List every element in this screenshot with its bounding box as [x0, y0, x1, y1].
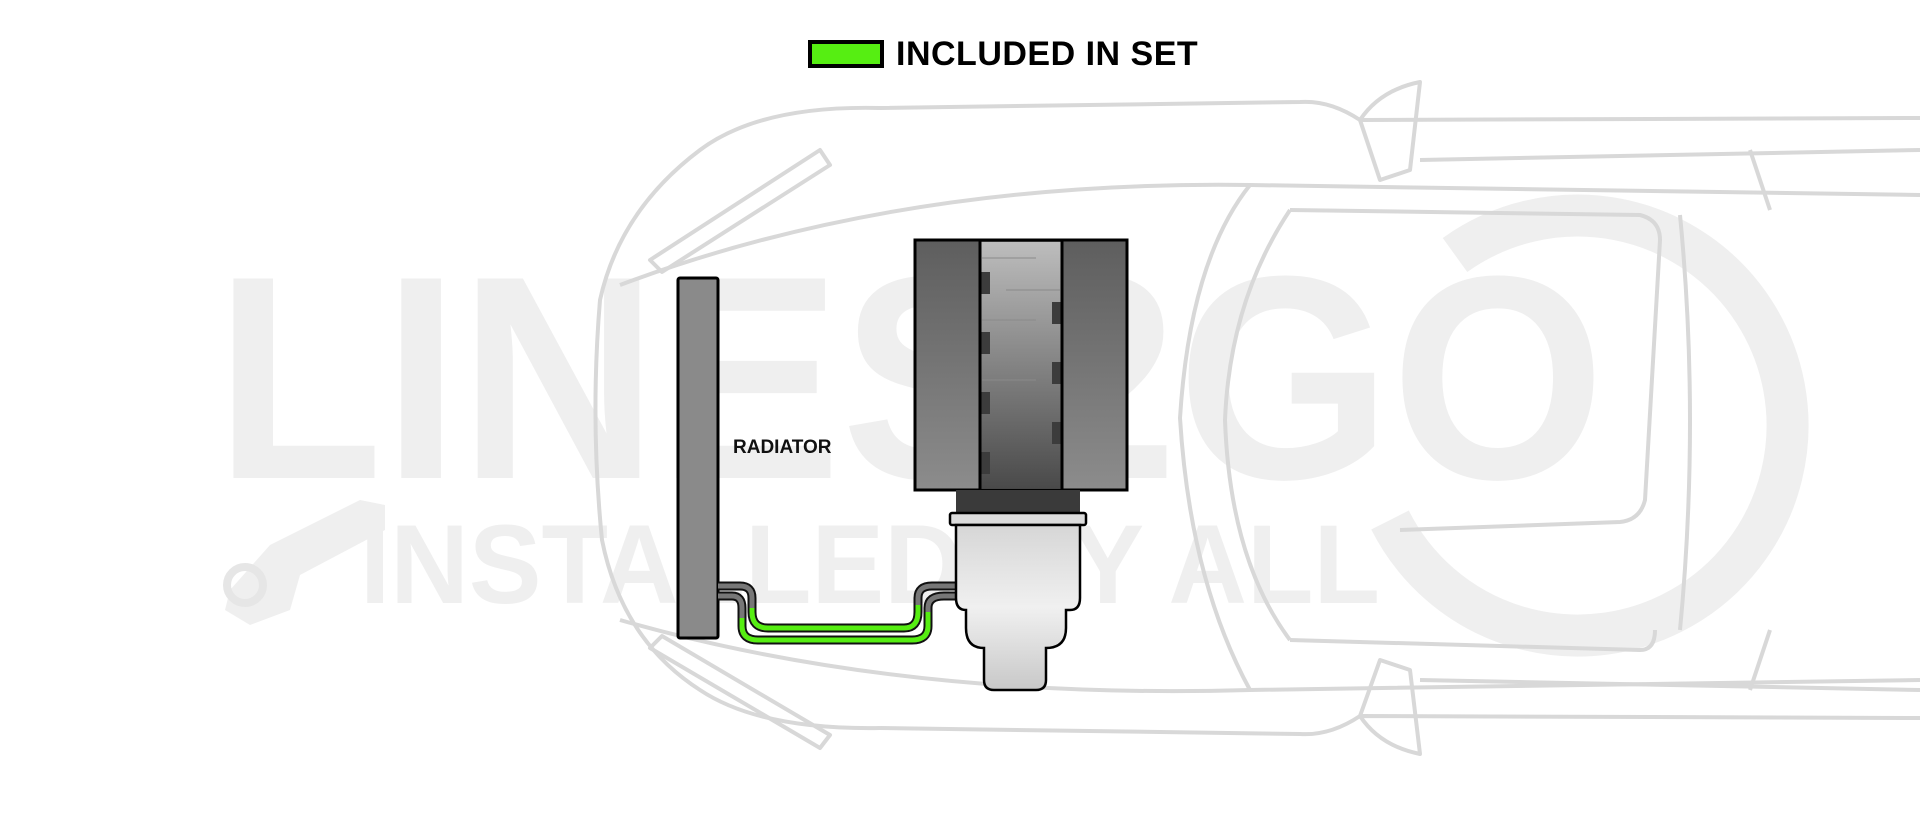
line-included-upper	[749, 605, 921, 631]
watermark-lines2go: LINES2GO	[215, 216, 1605, 540]
transmission-cooler-lines	[718, 581, 960, 645]
legend-label: INCLUDED IN SET	[896, 34, 1199, 73]
transmission-pan	[954, 523, 1082, 692]
radiator	[676, 276, 720, 640]
legend: INCLUDED IN SET	[808, 34, 1198, 74]
watermark-logo: LINES2GO INSTALLED BY ALL	[215, 194, 1809, 657]
legend-swatch-included	[808, 40, 884, 68]
transmission-neck	[956, 490, 1080, 514]
watermark-tagline: INSTALLED BY ALL	[360, 502, 1380, 627]
wrench-nut-icon	[223, 563, 267, 607]
watermark-ring	[1371, 194, 1809, 657]
radiator-label: RADIATOR	[733, 437, 832, 458]
transmission-core	[980, 242, 1062, 488]
car-outline	[593, 80, 1920, 756]
line-included-lower	[739, 612, 931, 643]
transmission-flange	[948, 511, 1088, 527]
transmission	[913, 238, 1129, 692]
